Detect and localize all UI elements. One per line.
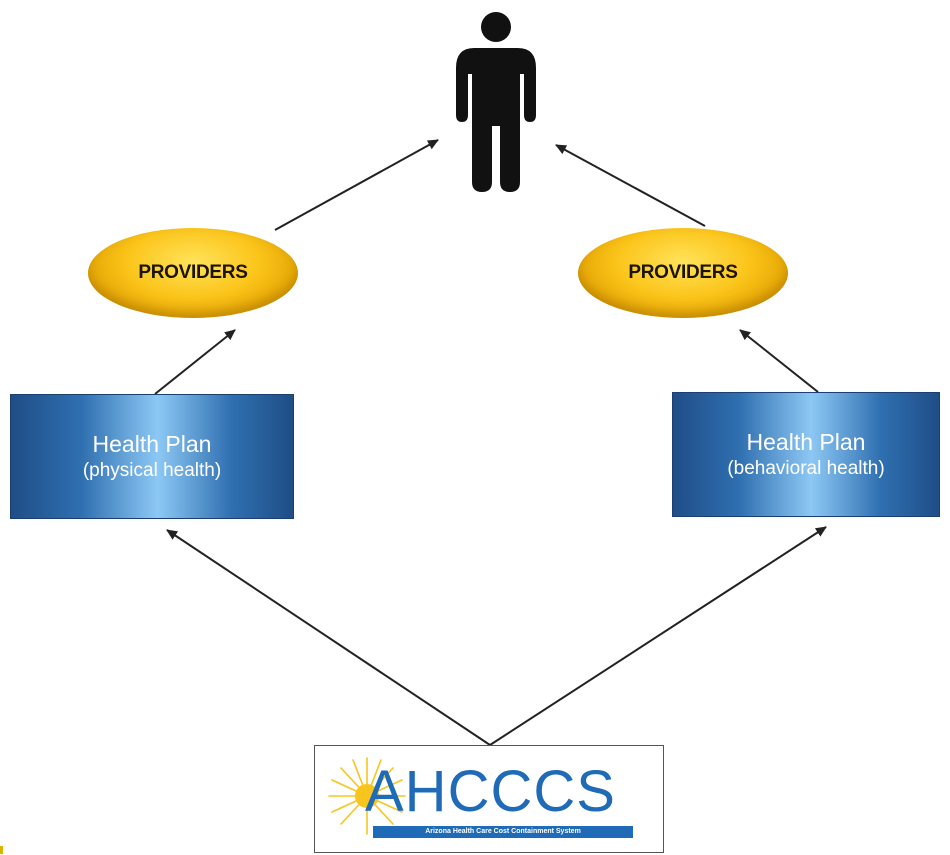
- providers-node-left: PROVIDERS: [88, 228, 298, 318]
- ahcccs-wordmark: AHCCCS: [365, 759, 616, 824]
- providers-label: PROVIDERS: [628, 262, 738, 283]
- health-plan-physical: Health Plan (physical health): [10, 394, 294, 519]
- plan-title: Health Plan: [746, 428, 866, 455]
- edge-mark: [0, 846, 3, 854]
- health-plan-behavioral: Health Plan (behavioral health): [672, 392, 940, 517]
- ahcccs-tagline: Arizona Health Care Cost Containment Sys…: [373, 826, 633, 838]
- plan-title: Health Plan: [92, 430, 212, 457]
- arrow-ahcccs-to-behavioral-plan: [489, 526, 827, 746]
- arrow-providers-left-to-person: [274, 139, 439, 231]
- person-icon: [456, 12, 536, 192]
- sun-icon: [328, 757, 406, 835]
- providers-label: PROVIDERS: [138, 262, 248, 283]
- arrow-behavioral-plan-to-providers: [739, 329, 819, 393]
- plan-subtitle: (physical health): [82, 459, 222, 481]
- arrow-ahcccs-to-physical-plan: [166, 529, 491, 746]
- arrow-providers-right-to-person: [555, 144, 706, 227]
- plan-subtitle: (behavioral health): [727, 457, 885, 479]
- ahcccs-logo-box: AHCCCS Arizona Health Care Cost Containm…: [314, 745, 664, 853]
- providers-node-right: PROVIDERS: [578, 228, 788, 318]
- arrow-physical-plan-to-providers: [154, 329, 236, 395]
